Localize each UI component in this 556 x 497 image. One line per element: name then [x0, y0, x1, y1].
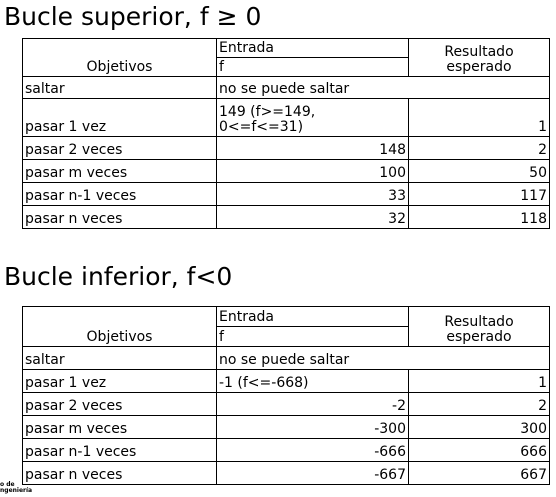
table-row: saltar no se puede saltar [22, 76, 550, 99]
institution-logo: o de ngeniería [0, 481, 33, 494]
entrada-cell: -1 (f<=-668) [216, 369, 409, 393]
table-row: pasar 1 vez -1 (f<=-668) 1 [22, 369, 550, 393]
objetivo-cell: pasar n veces [22, 205, 217, 229]
resultado-cell: 2 [408, 136, 550, 160]
entrada-cell: -300 [216, 415, 409, 439]
header-variable-f: f [216, 57, 409, 77]
entrada-cell: -666 [216, 438, 409, 462]
objetivo-cell: pasar 2 veces [22, 392, 217, 416]
entrada-cell: 32 [216, 205, 409, 229]
entrada-cell: -2 [216, 392, 409, 416]
objetivo-cell: pasar 1 vez [22, 369, 217, 393]
table-row: pasar n-1 veces 33 117 [22, 182, 550, 206]
resultado-cell: 2 [408, 392, 550, 416]
table-row: pasar m veces 100 50 [22, 159, 550, 183]
resultado-cell: 1 [408, 98, 550, 137]
objetivo-cell: pasar n-1 veces [22, 438, 217, 462]
objetivo-cell: saltar [22, 346, 217, 370]
resultado-cell: 117 [408, 182, 550, 206]
objetivo-cell: pasar 1 vez [22, 98, 217, 137]
header-objetivos: Objetivos [22, 306, 217, 347]
table-row: pasar 2 veces 148 2 [22, 136, 550, 160]
table-row: pasar n veces -667 667 [22, 461, 550, 485]
table-row: pasar 1 vez 149 (f>=149,0<=f<=31) 1 [22, 98, 550, 137]
entrada-cell: 149 (f>=149,0<=f<=31) [216, 98, 409, 137]
entrada-cell: 148 [216, 136, 409, 160]
entrada-cell: 100 [216, 159, 409, 183]
table-row: pasar 2 veces -2 2 [22, 392, 550, 416]
header-entrada: Entrada [216, 306, 409, 327]
resultado-cell: 667 [408, 461, 550, 485]
resultado-cell: 666 [408, 438, 550, 462]
table-row: pasar n-1 veces -666 666 [22, 438, 550, 462]
objetivo-cell: pasar n veces [22, 461, 217, 485]
entrada-cell: -667 [216, 461, 409, 485]
resultado-cell: 50 [408, 159, 550, 183]
header-variable-f: f [216, 326, 409, 347]
resultado-cell: 1 [408, 369, 550, 393]
entrada-cell: no se puede saltar [216, 76, 550, 99]
entrada-cell: no se puede saltar [216, 346, 550, 370]
table-row: pasar m veces -300 300 [22, 415, 550, 439]
header-entrada: Entrada [216, 38, 409, 58]
table-row: saltar no se puede saltar [22, 346, 550, 370]
objetivo-cell: pasar n-1 veces [22, 182, 217, 206]
resultado-cell: 118 [408, 205, 550, 229]
objetivo-cell: pasar m veces [22, 159, 217, 183]
header-objetivos: Objetivos [22, 38, 217, 77]
section-title-inferior: Bucle inferior, f<0 [4, 262, 233, 291]
objetivo-cell: saltar [22, 76, 217, 99]
objetivo-cell: pasar m veces [22, 415, 217, 439]
section-title-superior: Bucle superior, f ≥ 0 [4, 2, 262, 31]
resultado-cell: 300 [408, 415, 550, 439]
table-row: pasar n veces 32 118 [22, 205, 550, 229]
objetivo-cell: pasar 2 veces [22, 136, 217, 160]
entrada-cell: 33 [216, 182, 409, 206]
